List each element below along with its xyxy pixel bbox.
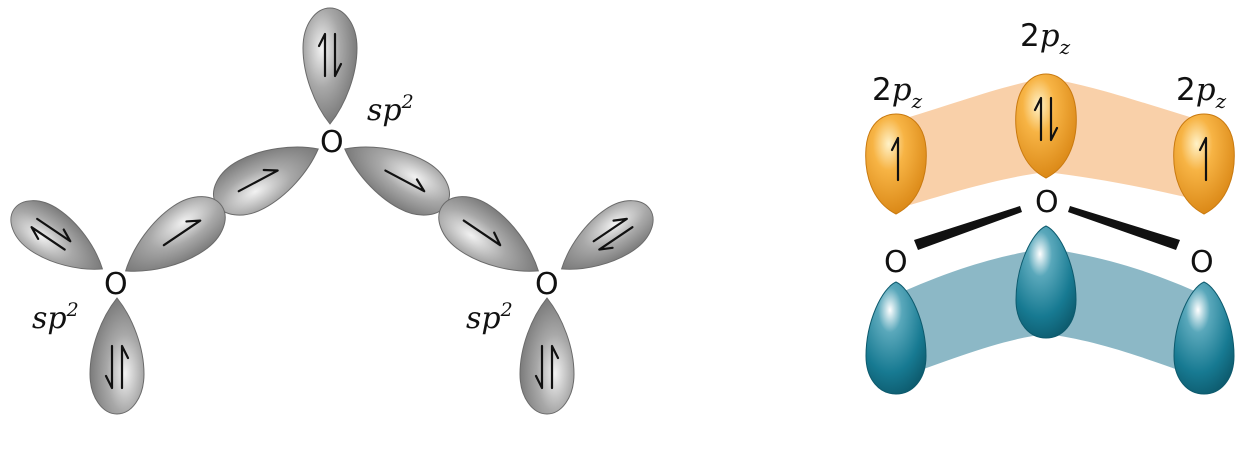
sp2-hybrid-diagram: O O O sp2 sp2 sp2 <box>0 7 665 415</box>
center-2pz-lower-lobe <box>1015 225 1077 339</box>
pz-orbital-diagram: O O O 2pz 2pz 2pz <box>865 18 1235 395</box>
right-oxygen-lone-pair-lobe-lower <box>519 297 575 415</box>
right-oxygen-label: O <box>535 267 559 302</box>
left-oxygen-label: O <box>104 267 128 302</box>
left-2pz-label: 2pz <box>872 72 923 113</box>
left-oxygen-lone-pair-lobe-upper <box>0 188 117 291</box>
top-hybrid-label: sp2 <box>367 91 414 128</box>
top-oxygen-label: O <box>320 125 344 160</box>
left-2pz-upper-lobe <box>865 113 927 215</box>
right-2pz-upper-lobe <box>1173 113 1235 215</box>
left-oxygen-label-right: O <box>884 245 908 280</box>
top-oxygen-bond-lobe-left <box>202 124 332 228</box>
center-oxygen-label-right: O <box>1035 185 1059 220</box>
left-hybrid-label: sp2 <box>32 299 79 336</box>
center-2pz-label: 2pz <box>1020 18 1071 59</box>
right-2pz-lower-lobe <box>1173 281 1235 395</box>
left-bond-wedge <box>914 206 1022 250</box>
right-oxygen-lone-pair-lobe-upper <box>547 188 665 291</box>
right-bond-wedge <box>1068 206 1180 250</box>
center-2pz-upper-lobe <box>1015 73 1077 179</box>
left-2pz-lower-lobe <box>865 281 927 395</box>
left-oxygen-lone-pair-lobe-lower <box>89 297 145 415</box>
top-oxygen-lone-pair-lobe <box>302 7 358 125</box>
right-2pz-label: 2pz <box>1176 72 1227 113</box>
right-hybrid-label: sp2 <box>466 299 513 336</box>
top-oxygen-bond-lobe-right <box>331 124 461 228</box>
right-oxygen-bond-lobe <box>426 183 554 294</box>
left-oxygen-bond-lobe <box>110 183 238 294</box>
right-oxygen-label-right: O <box>1190 245 1214 280</box>
